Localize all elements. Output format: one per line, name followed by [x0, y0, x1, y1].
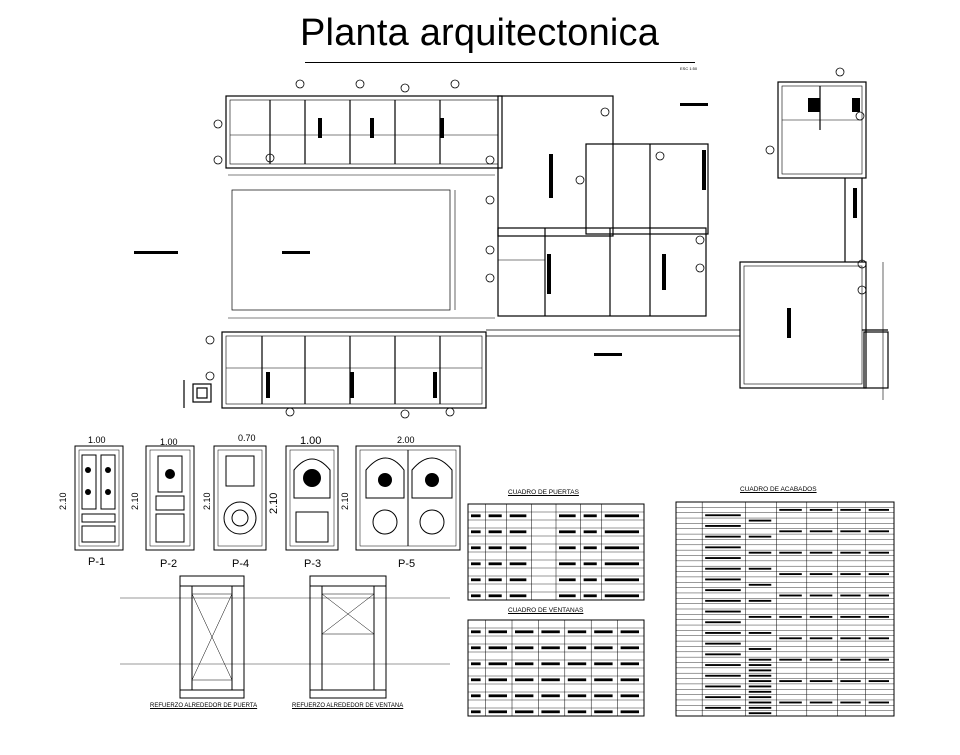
door-p1-label: P-1 [88, 556, 106, 568]
finishes-schedule-grid [675, 501, 895, 717]
door-p4 [213, 445, 267, 551]
door-p3-label: P-3 [304, 558, 322, 570]
door-p3-width: 1.00 [300, 435, 322, 447]
door-p5-label: P-5 [398, 558, 416, 570]
door-p4-label: P-4 [232, 558, 250, 570]
door-p2-label: P-2 [160, 558, 178, 570]
door-p2 [145, 445, 195, 551]
door-p1 [74, 445, 124, 551]
door-p5-width: 2.00 [397, 435, 415, 445]
doors-schedule-title: CUADRO DE PUERTAS [508, 489, 579, 496]
finishes-schedule-title: CUADRO DE ACABADOS [740, 486, 817, 493]
drawing-title: Planta arquitectonica [300, 12, 660, 54]
door-section-title: REFUERZO ALREDEDOR DE PUERTA [150, 703, 258, 709]
windows-schedule-grid [467, 619, 645, 717]
doors-schedule-grid [467, 503, 645, 601]
windows-schedule-title: CUADRO DE VENTANAS [508, 607, 584, 614]
scale-note: ESC 1:50 [680, 66, 698, 71]
door-p2-width: 1.00 [160, 437, 178, 447]
plan-walls [183, 81, 889, 409]
grid-markers [205, 67, 867, 419]
door-p4-width: 0.70 [238, 433, 256, 443]
door-p1-width: 1.00 [88, 435, 106, 445]
plan-solid-elements [134, 98, 860, 398]
door-p5 [355, 445, 461, 551]
window-section-title: REFUERZO ALREDEDOR DE VENTANA [292, 703, 404, 709]
door-p3 [285, 445, 339, 551]
title-underline [305, 62, 695, 63]
